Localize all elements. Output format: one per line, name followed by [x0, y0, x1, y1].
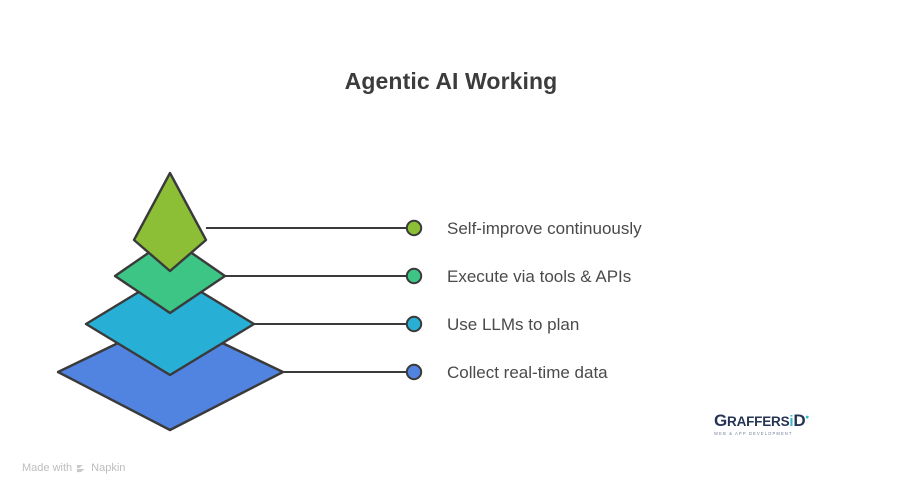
- made-with-napkin-footer[interactable]: Made with Napkin: [22, 463, 125, 474]
- connector-dot-execute-via-tools-apis[interactable]: [405, 267, 423, 285]
- layer-label-self-improve-continuously: Self-improve continuously: [447, 219, 642, 238]
- layer-label-execute-via-tools-apis: Execute via tools & APIs: [447, 267, 632, 286]
- layer-label-use-llms-to-plan: Use LLMs to plan: [447, 315, 580, 334]
- layer-shape-self-improve-continuously[interactable]: [132, 171, 208, 273]
- layer-shape-use-llms-to-plan[interactable]: [84, 271, 256, 377]
- made-with-label: Made with: [22, 462, 73, 474]
- graffersid-logo-d: D: [793, 411, 806, 430]
- connector-dot-self-improve-continuously[interactable]: [405, 219, 423, 237]
- connector-dot-use-llms-to-plan[interactable]: [405, 315, 423, 333]
- page-title: Agentic AI Working: [344, 68, 558, 94]
- graffersid-logo-g: G: [714, 411, 728, 430]
- graffersid-logo-text: GRAFFERSiD•: [714, 411, 809, 430]
- graffersid-logo-dot: •: [805, 412, 809, 424]
- graffersid-logo-i: i: [789, 413, 794, 430]
- layer-shape-execute-via-tools-apis[interactable]: [113, 236, 227, 315]
- connector-dot-collect-real-time-data[interactable]: [405, 363, 423, 381]
- graffersid-logo-mid: RAFFERS: [727, 414, 790, 429]
- graffersid-watermark: GRAFFERSiD• WEB & APP DEVELOPMENT: [714, 411, 809, 440]
- graffersid-tagline: WEB & APP DEVELOPMENT: [714, 431, 793, 436]
- layer-label-collect-real-time-data: Collect real-time data: [447, 363, 608, 382]
- napkin-brand-label: Napkin: [91, 462, 126, 474]
- napkin-chevron-icon: [76, 463, 87, 474]
